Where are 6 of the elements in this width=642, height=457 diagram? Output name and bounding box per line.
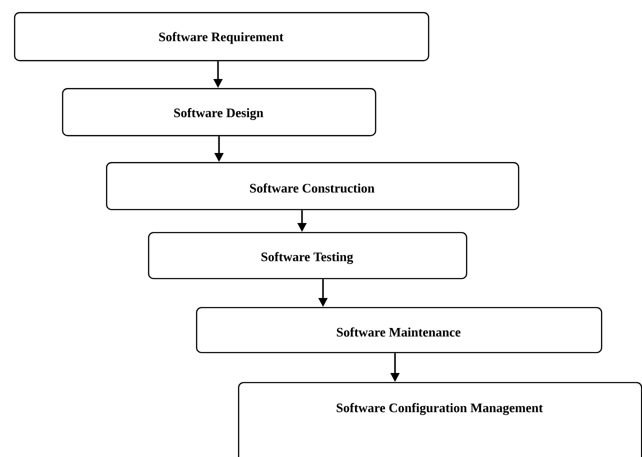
process-box: Software Design — [62, 88, 376, 136]
process-box: Software Requirement — [14, 12, 430, 62]
process-box: Software Configuration Management — [238, 382, 642, 457]
process-box: Software Construction — [106, 162, 520, 210]
process-box: Software Maintenance — [196, 306, 602, 354]
process-box: Software Testing — [148, 232, 468, 280]
